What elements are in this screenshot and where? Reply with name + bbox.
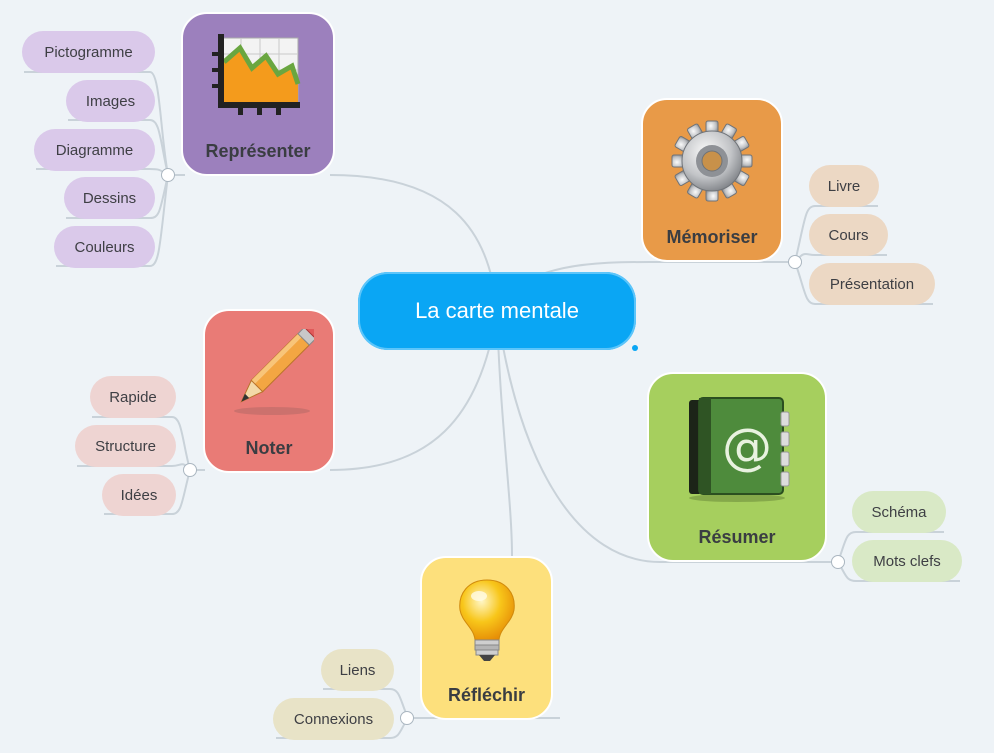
- leaf-cours[interactable]: Cours: [809, 214, 888, 256]
- topic-memoriser-label: Mémoriser: [666, 227, 758, 247]
- central-topic[interactable]: La carte mentale: [358, 272, 636, 350]
- leaf-connexions[interactable]: Connexions: [273, 698, 394, 740]
- leaf-dessins[interactable]: Dessins: [64, 177, 155, 219]
- leaf-mots-clefs[interactable]: Mots clefs: [852, 540, 962, 582]
- collapse-toggle-resumer[interactable]: [831, 555, 845, 569]
- leaf-presentation[interactable]: Présentation: [809, 263, 935, 305]
- topic-noter[interactable]: Noter: [203, 309, 335, 473]
- collapse-toggle-representer[interactable]: [161, 168, 175, 182]
- central-topic-label: La carte mentale: [415, 298, 579, 323]
- collapse-toggle-reflechir[interactable]: [400, 711, 414, 725]
- leaf-structure[interactable]: Structure: [75, 425, 176, 467]
- central-topic-handle[interactable]: [632, 345, 638, 351]
- collapse-toggle-memoriser[interactable]: [788, 255, 802, 269]
- leaf-diagramme[interactable]: Diagramme: [34, 129, 155, 171]
- topic-representer[interactable]: Représenter: [181, 12, 335, 176]
- topic-memoriser[interactable]: Mémoriser: [641, 98, 783, 262]
- topic-resumer[interactable]: @ Résumer: [647, 372, 827, 562]
- topic-resumer-label: Résumer: [698, 527, 776, 547]
- collapse-toggle-noter[interactable]: [183, 463, 197, 477]
- topic-reflechir-label: Réfléchir: [447, 685, 526, 705]
- lightbulb-icon: [452, 576, 522, 669]
- leaf-livre[interactable]: Livre: [809, 165, 879, 207]
- leaf-couleurs[interactable]: Couleurs: [54, 226, 155, 268]
- leaf-images[interactable]: Images: [66, 80, 155, 122]
- topic-representer-label: Représenter: [205, 141, 311, 161]
- chart-icon: [212, 32, 304, 121]
- topic-noter-label: Noter: [245, 438, 293, 458]
- pencil-icon: [224, 321, 322, 424]
- topic-reflechir[interactable]: Réfléchir: [420, 556, 553, 720]
- leaf-pictogramme[interactable]: Pictogramme: [22, 31, 155, 73]
- leaf-rapide[interactable]: Rapide: [90, 376, 176, 418]
- leaf-liens[interactable]: Liens: [321, 649, 394, 691]
- leaf-schema[interactable]: Schéma: [852, 491, 946, 533]
- address-book-icon: @: [681, 392, 793, 509]
- svg-text:@: @: [722, 418, 772, 476]
- gear-icon: [669, 118, 755, 209]
- leaf-idees[interactable]: Idées: [102, 474, 176, 516]
